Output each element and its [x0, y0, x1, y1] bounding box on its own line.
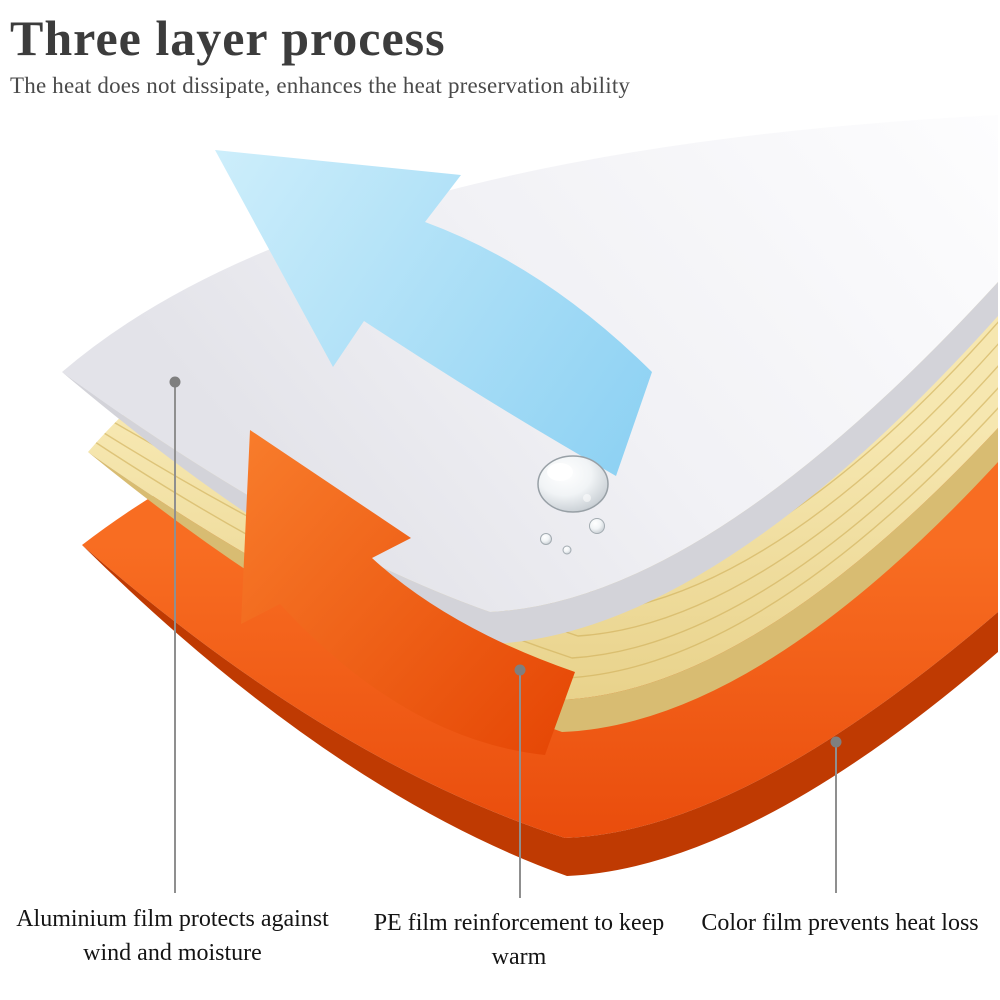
label-aluminium-film: Aluminium film protects against wind and…: [15, 903, 330, 970]
color-film-layer-edge: [82, 545, 998, 876]
water-droplet-icon: [537, 455, 609, 555]
label-color-film: Color film prevents heat loss: [700, 907, 980, 941]
heat-flow-arrow-icon: [241, 430, 575, 755]
water-droplet-small: [562, 545, 572, 555]
heat-reflect-arrow-icon: [215, 150, 652, 476]
label-color-film-text: Color film prevents heat loss: [701, 910, 979, 936]
water-droplet-small: [589, 518, 605, 534]
aluminium-film-layer-edge: [62, 282, 998, 644]
leader-dot-color-film: [830, 736, 842, 748]
water-droplet-small: [540, 533, 552, 545]
page-title: Three layer process: [10, 10, 446, 66]
header: Three layer process The heat does not di…: [10, 12, 630, 99]
label-pe-film: PE film reinforcement to keep warm: [368, 907, 670, 974]
leader-dot-aluminium: [169, 376, 181, 388]
leader-dot-pe: [514, 664, 526, 676]
label-aluminium-film-text: Aluminium film protects against wind and…: [16, 906, 329, 966]
label-pe-film-text: PE film reinforcement to keep warm: [373, 910, 665, 970]
page-subtitle: The heat does not dissipate, enhances th…: [10, 72, 631, 98]
leader-lines: [169, 376, 842, 898]
pe-film-layer-edge: [88, 428, 998, 732]
